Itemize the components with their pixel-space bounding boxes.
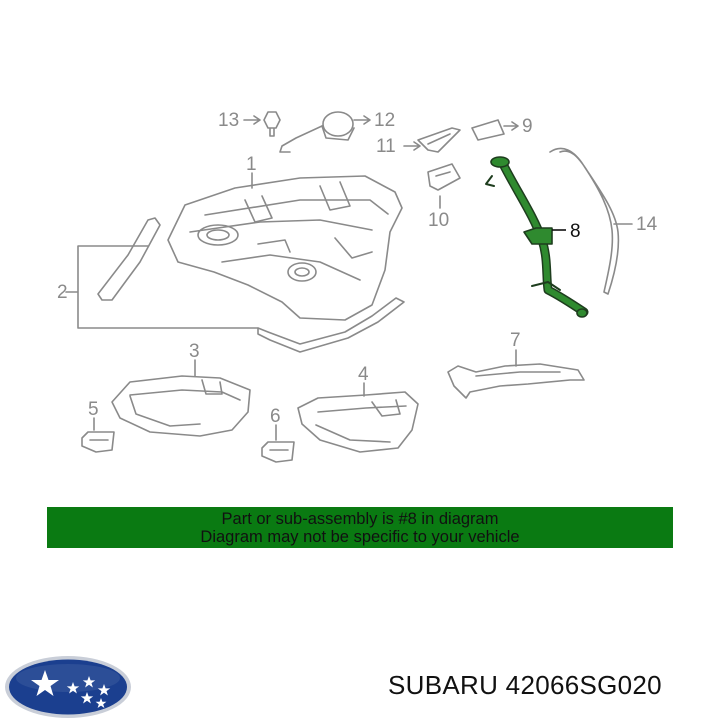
callout-10: 10: [428, 210, 449, 231]
protector-part-7: [447, 363, 585, 399]
callout-4: 4: [358, 364, 369, 385]
callout-13: 13: [218, 110, 239, 131]
bracket-part-11: [417, 127, 461, 153]
callout-9: 9: [522, 116, 533, 137]
heat-shield-part-3: [111, 375, 251, 437]
clip-part-5: [81, 431, 115, 453]
bolt-part-13: [263, 111, 281, 137]
bracket-line-2: [65, 245, 259, 329]
leader-line-11: [403, 141, 421, 151]
banner-line-1: Part or sub-assembly is #8 in diagram: [221, 509, 499, 528]
callout-3: 3: [189, 341, 200, 362]
callout-11: 11: [376, 136, 396, 157]
parts-diagram: 1 2 3 4 5 6 7 8 9 10 11 12 13 14: [57, 110, 658, 463]
callout-7: 7: [510, 330, 521, 351]
bracket-part-10: [427, 163, 461, 191]
hose-part-14: [549, 147, 620, 295]
pad-part-9: [471, 119, 505, 141]
info-banner: Part or sub-assembly is #8 in diagram Di…: [47, 507, 673, 548]
clip-part-6: [261, 441, 295, 463]
fuel-tank-part-1: [167, 175, 403, 321]
callout-2: 2: [57, 282, 68, 303]
callout-8: 8: [570, 221, 581, 242]
callout-14: 14: [636, 214, 658, 235]
leader-line-12: [353, 115, 371, 125]
leader-line-9: [503, 121, 519, 131]
heat-shield-part-4: [297, 391, 419, 453]
part-number-label: SUBARU 42066SG020: [388, 670, 662, 700]
banner-line-2: Diagram may not be specific to your vehi…: [200, 527, 520, 546]
filler-pipe-part-8: [485, 156, 589, 318]
filler-cap-part-12: [279, 111, 355, 153]
tank-straps-part-2: [97, 217, 405, 353]
subaru-logo-icon: [5, 656, 131, 718]
callout-6: 6: [270, 406, 281, 427]
callout-12: 12: [374, 110, 395, 131]
callout-1: 1: [246, 154, 257, 175]
leader-line-13: [243, 115, 261, 125]
callout-5: 5: [88, 399, 99, 420]
